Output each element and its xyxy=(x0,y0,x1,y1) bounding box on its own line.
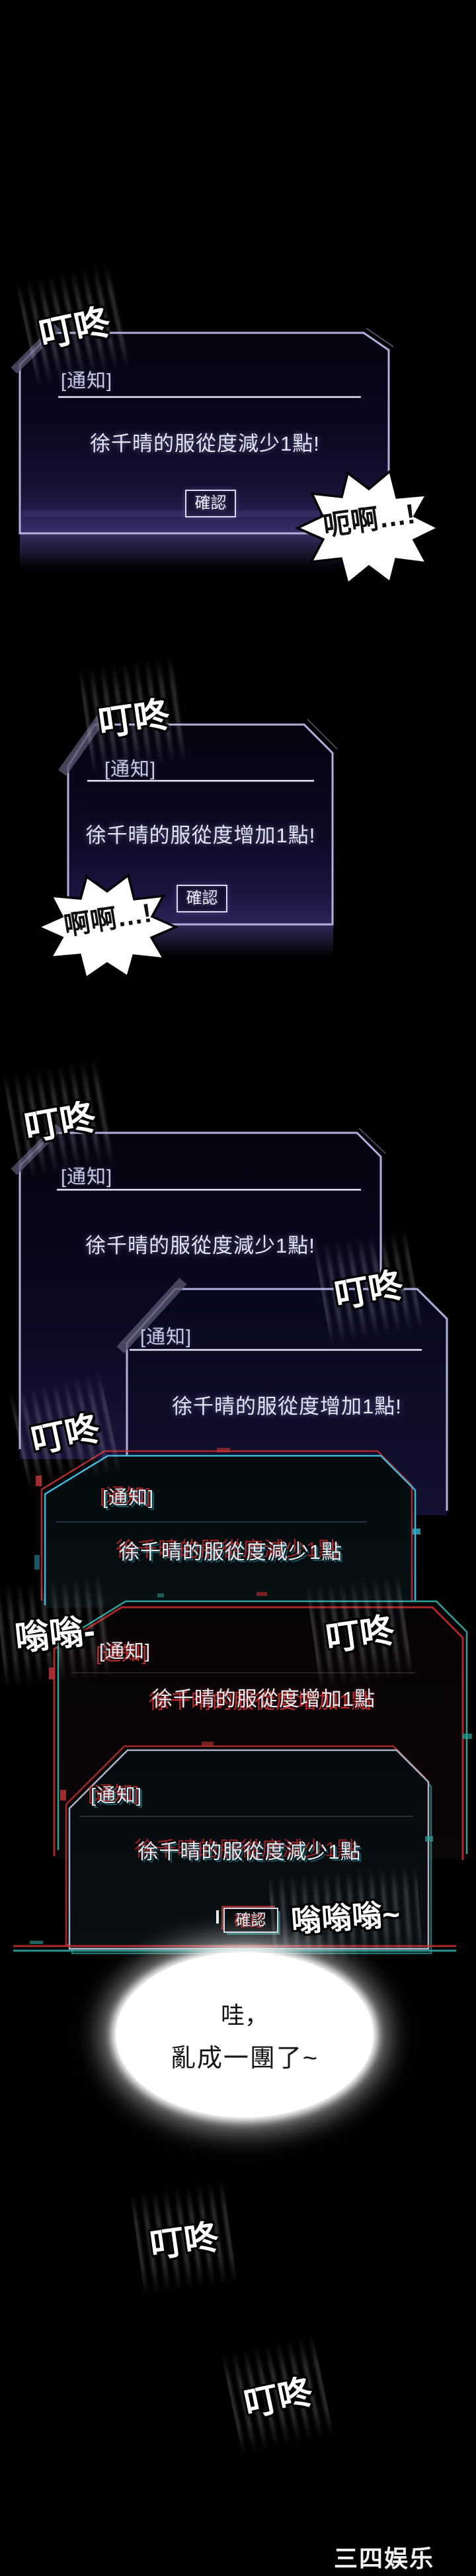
dialog-message: 徐千晴的服從度增加1點! xyxy=(172,1395,402,1418)
glitch-fragment xyxy=(217,1448,230,1452)
notification-dialog-1: [通知] 徐千晴的服從度減少1點! 確認 xyxy=(11,324,394,535)
dialog-border xyxy=(126,1288,448,1511)
glitch-fragment xyxy=(157,1593,164,1597)
glitch-fragment xyxy=(36,1476,42,1486)
corner-chamfer xyxy=(58,714,106,776)
dialog-header: [通知] xyxy=(61,1167,113,1188)
sfx-text: 叮咚 xyxy=(323,1611,397,1659)
glitch-border-cyan xyxy=(44,1454,416,1605)
glitch-fragment xyxy=(413,1529,420,1534)
dialog-message: 徐千晴的服從度減少1點 xyxy=(118,1540,343,1564)
glitch-fragment xyxy=(425,1836,433,1842)
notification-dialog-2: [通知] 徐千晴的服從度增加1點! 確認 xyxy=(58,714,338,926)
corner-chamfer xyxy=(116,1277,187,1354)
dialog-header: [通知] xyxy=(140,1327,192,1348)
dialog-header: [通知] xyxy=(61,371,113,392)
sfx-ding-dong-3: 叮咚 xyxy=(2,1057,117,1182)
dialog-message: 徐千晴的服從度增加1點! xyxy=(85,824,316,847)
speech-line-2: 亂成一團了~ xyxy=(170,2044,319,2072)
dialog-header: [通知] xyxy=(104,754,156,781)
sfx-ding-dong-7: 叮咚 xyxy=(130,2180,238,2297)
burst-bubble-ahh xyxy=(30,867,185,993)
notification-dialog-7: [通知] 徐千晴的服從度減少1點 確認 xyxy=(13,1742,456,1955)
glitch-border-red xyxy=(53,1606,464,1860)
dialog-header: [通知] xyxy=(99,1641,151,1662)
speech-bubble: 哇， 亂成一團了~ xyxy=(116,1952,374,2117)
confirm-button: 確認 xyxy=(177,885,227,912)
notification-dialog-5: [通知] 徐千晴的服從度減少1點 xyxy=(34,1448,420,1608)
sfx-text: 嗡嗡嗡~ xyxy=(290,1896,401,1939)
dialog-message: 徐千晴的服從度增加1點 xyxy=(151,1687,376,1710)
sfx-buzz-short: 嗡嗡- xyxy=(0,1574,114,1689)
sfx-text: 叮咚 xyxy=(147,2217,221,2266)
dialog-frame xyxy=(58,714,338,926)
sfx-text: 嗡嗡- xyxy=(13,1611,97,1659)
sfx-buzz-long: 嗡嗡嗡~ xyxy=(268,1865,423,1967)
glitch-border-gray xyxy=(68,1749,430,1950)
corner-accent xyxy=(307,719,338,750)
sfx-ding-dong-8: 叮咚 xyxy=(221,2334,335,2456)
glitch-fragment xyxy=(34,1555,40,1570)
sfx-ding-dong-2: 叮咚 xyxy=(77,654,190,777)
glitch-border-teal xyxy=(57,1600,468,1854)
sfx-ding-dong-4: 叮咚 xyxy=(313,1227,424,1347)
glitch-fragment xyxy=(49,1667,54,1679)
glitch-fragment xyxy=(463,1734,472,1739)
glitch-fragment xyxy=(60,1790,66,1800)
confirm-button: 確認 xyxy=(223,1908,278,1933)
corner-accent xyxy=(366,328,394,347)
dialog-header: [通知] xyxy=(102,1488,155,1509)
glitch-fragment xyxy=(257,1592,267,1596)
dialog-message: 徐千晴的服從度減少1點! xyxy=(90,432,320,455)
sfx-ding-dong-1: 叮咚 xyxy=(15,261,134,389)
confirm-button: 確認 xyxy=(185,490,236,517)
glitch-fragment xyxy=(30,1941,43,1944)
glitch-fragment xyxy=(202,1742,214,1746)
burst-shape xyxy=(35,873,179,980)
corner-accent xyxy=(358,1128,386,1154)
inner-light-band xyxy=(22,510,386,517)
corner-chamfer xyxy=(11,1124,62,1175)
watermark: 三四娱乐 xyxy=(334,2545,435,2572)
glitch-tick xyxy=(216,1910,219,1924)
dialog-fill xyxy=(45,1456,415,1608)
corner-chamfer xyxy=(11,324,61,374)
dialog-frame xyxy=(34,1448,420,1608)
dialog-border xyxy=(19,1132,382,1449)
dialog-header: [通知] xyxy=(91,1785,143,1806)
dialog-message: 徐千晴的服從度減少1點! xyxy=(85,1234,315,1257)
speech-line-1: 哇， xyxy=(220,2001,268,2029)
sfx-text: 叮咚 xyxy=(96,694,173,744)
dialog-frame xyxy=(13,1742,456,1955)
dialog-message: 徐千晴的服從度減少1點 xyxy=(138,1840,362,1863)
sfx-ding-dong-6: 叮咚 xyxy=(306,1573,414,1690)
sfx-ding-dong-5: 叮咚 xyxy=(8,1370,122,1493)
glitch-border-red xyxy=(40,1450,413,1601)
